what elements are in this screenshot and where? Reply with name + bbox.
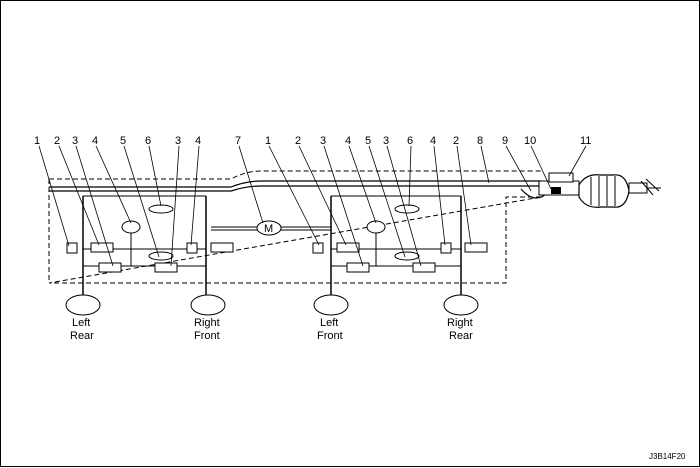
callout-3d: 3 bbox=[383, 135, 389, 147]
callout-6b: 6 bbox=[407, 135, 413, 147]
brake-booster bbox=[578, 174, 661, 208]
wheel-label-left-rear-2: Rear bbox=[70, 330, 94, 342]
motor-label: M bbox=[264, 223, 273, 235]
main-brake-pipe bbox=[49, 180, 541, 188]
figure-code: J3B14F20 bbox=[649, 452, 686, 461]
callout-8: 8 bbox=[477, 135, 483, 147]
callout-6: 6 bbox=[145, 135, 151, 147]
wheel-label-right-rear-1: Right bbox=[447, 317, 473, 329]
callout-4c: 4 bbox=[345, 135, 351, 147]
wheel-label-left-front-1: Left bbox=[320, 317, 338, 329]
wheel-left-rear bbox=[65, 294, 101, 316]
leader-lines bbox=[38, 145, 587, 267]
wheel-label-left-rear-1: Left bbox=[72, 317, 90, 329]
wheel-right-front bbox=[190, 294, 226, 316]
wheel-label-right-front-1: Right bbox=[194, 317, 220, 329]
left-circuit bbox=[66, 195, 234, 299]
right-circuit bbox=[312, 195, 488, 299]
callout-5b: 5 bbox=[365, 135, 371, 147]
callout-1: 1 bbox=[34, 135, 40, 147]
wheel-right-rear bbox=[443, 294, 479, 316]
callout-1b: 1 bbox=[265, 135, 271, 147]
callout-4b: 4 bbox=[195, 135, 201, 147]
callout-4: 4 bbox=[92, 135, 98, 147]
callout-3b: 3 bbox=[175, 135, 181, 147]
callout-11: 11 bbox=[580, 135, 591, 147]
callout-10: 10 bbox=[524, 135, 536, 147]
wheel-left-front bbox=[313, 294, 349, 316]
callout-9: 9 bbox=[502, 135, 508, 147]
modulator-boundary bbox=[48, 170, 542, 284]
wheel-label-left-front-2: Front bbox=[317, 330, 343, 342]
wheel-label-right-front-2: Front bbox=[194, 330, 220, 342]
callout-4d: 4 bbox=[430, 135, 436, 147]
callout-5: 5 bbox=[120, 135, 126, 147]
callout-3c: 3 bbox=[320, 135, 326, 147]
callout-2c: 2 bbox=[453, 135, 459, 147]
callout-2b: 2 bbox=[295, 135, 301, 147]
callout-7: 7 bbox=[235, 135, 241, 147]
pump-motor bbox=[256, 220, 282, 236]
wheel-label-right-rear-2: Rear bbox=[449, 330, 473, 342]
callout-3: 3 bbox=[72, 135, 78, 147]
callout-2: 2 bbox=[54, 135, 60, 147]
